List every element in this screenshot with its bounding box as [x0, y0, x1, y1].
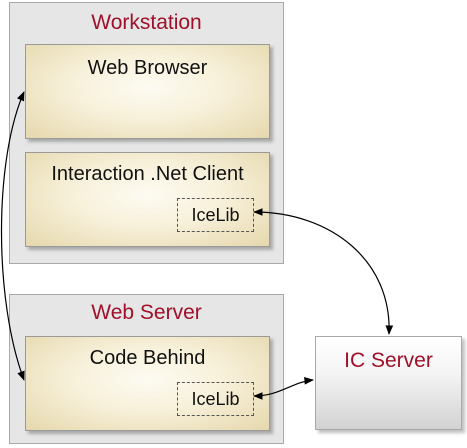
- workstation-title: Workstation: [91, 11, 202, 34]
- workstation-group: Workstation Web Browser Interaction .Net…: [9, 2, 284, 264]
- interaction-client-label: Interaction .Net Client: [51, 163, 244, 185]
- code-behind-label: Code Behind: [89, 347, 206, 369]
- ic-server-box: IC Server: [315, 336, 462, 430]
- web-browser-label: Web Browser: [87, 57, 208, 79]
- web-server-group: Web Server Code Behind IceLib: [9, 294, 284, 444]
- web-server-title: Web Server: [91, 301, 202, 324]
- code-behind-box: Code Behind IceLib: [25, 336, 270, 431]
- web-browser-box: Web Browser: [25, 44, 270, 139]
- interaction-client-box: Interaction .Net Client IceLib: [25, 152, 270, 247]
- icelib-client: IceLib: [177, 198, 254, 232]
- icelib-web-server: IceLib: [177, 382, 254, 416]
- ic-server-title: IC Server: [344, 349, 433, 372]
